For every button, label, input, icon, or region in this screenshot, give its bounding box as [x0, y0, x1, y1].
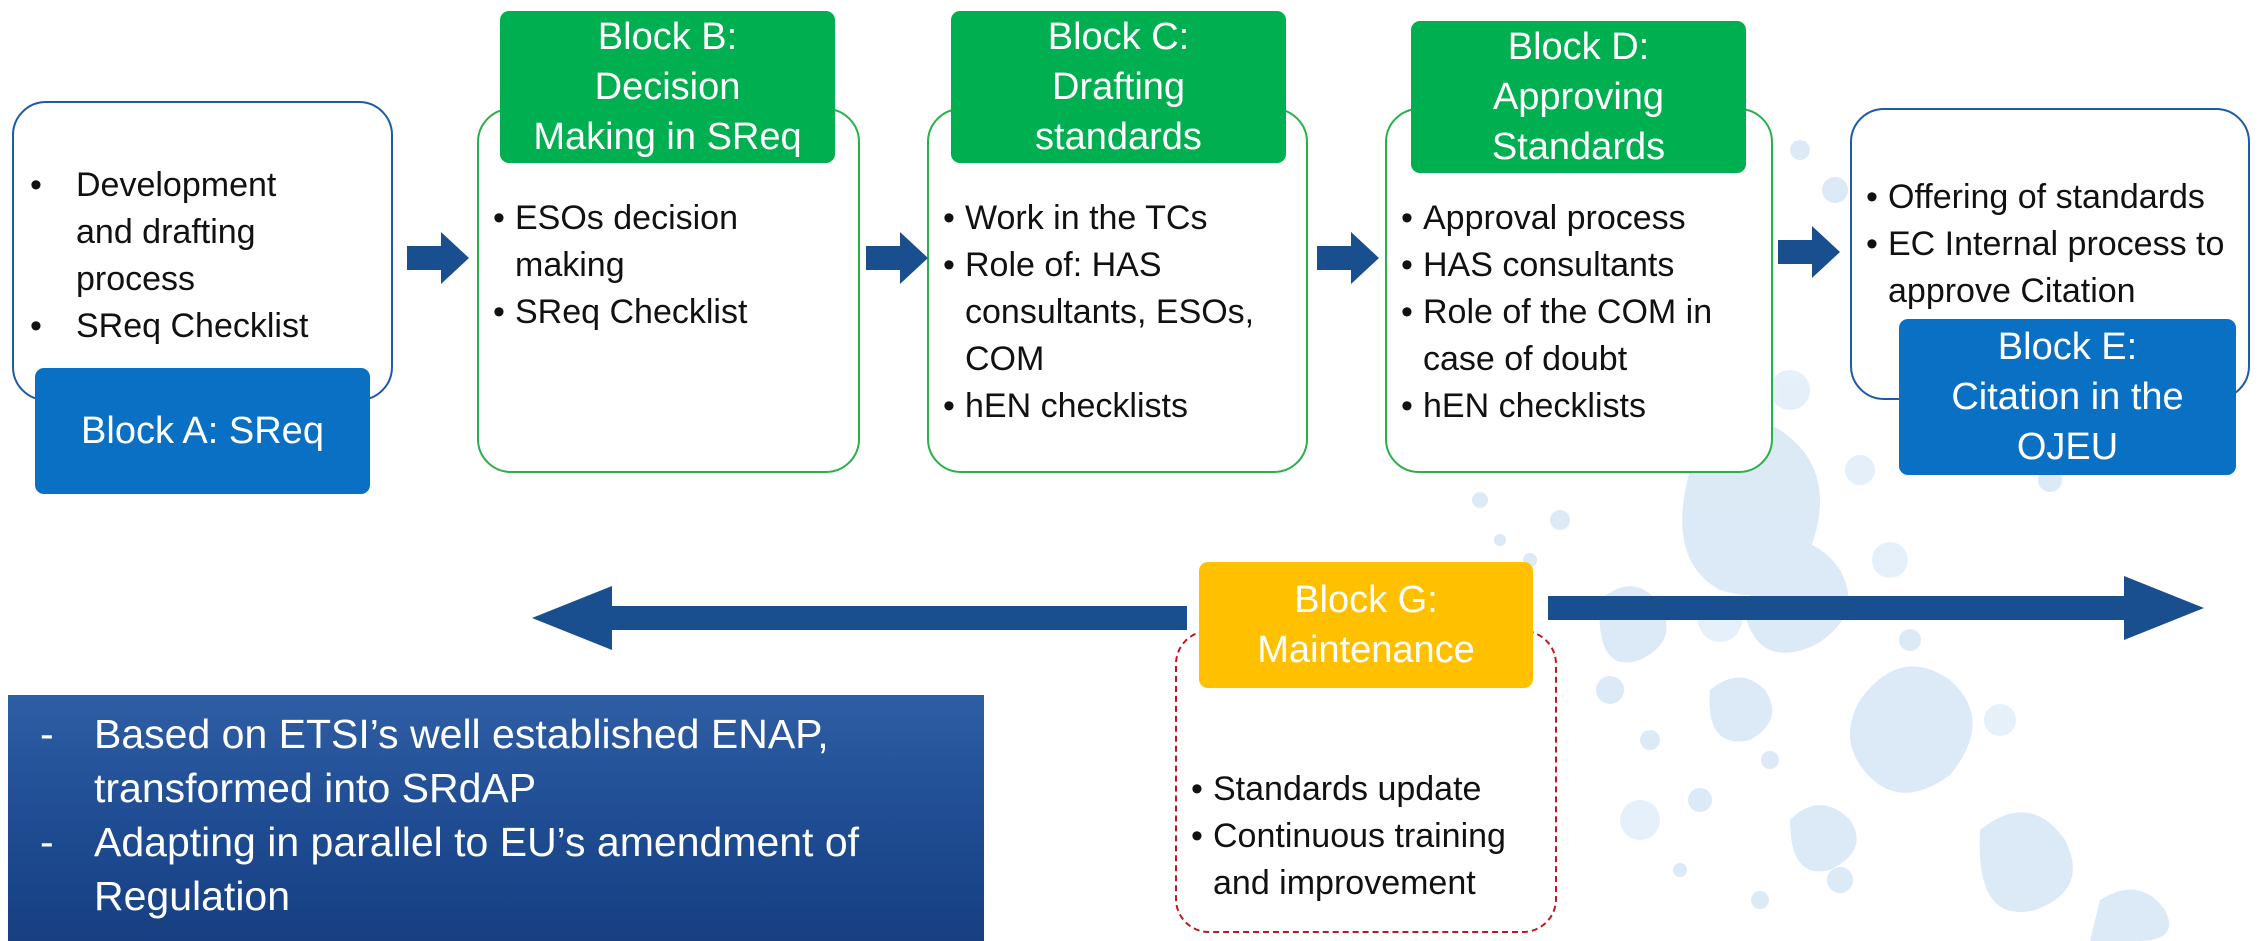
block-a-item-2-line-1: SReq Checklist: [76, 307, 309, 345]
notes-item-2-line-2: Regulation: [94, 873, 291, 919]
block-c-title-line-1: Block C:: [1047, 16, 1190, 58]
block-c-list: Work in the TCs Role of: HAS consultants…: [943, 195, 1254, 430]
block-c-item-2-line-1: Role of: HAS: [965, 246, 1162, 284]
block-e-title: Block E: Citation in the OJEU: [1899, 319, 2236, 475]
block-d-item: HAS consultants: [1401, 242, 1712, 289]
notes-item-1-line-1: Based on ETSI’s well established ENAP,: [94, 711, 829, 757]
block-d-item-2-line-1: HAS consultants: [1423, 246, 1675, 284]
block-a-item-1-line-2: and drafting: [76, 213, 256, 251]
block-g-title-line-2: Maintenance: [1257, 629, 1475, 671]
block-d-item: Role of the COM in case of doubt: [1401, 289, 1712, 383]
block-e-list: Offering of standards EC Internal proces…: [1866, 174, 2224, 315]
block-b-title-line-1: Block B:: [597, 16, 738, 58]
block-g-item-2-line-2: and improvement: [1213, 864, 1476, 902]
block-e-title-line-1: Block E:: [1997, 326, 2138, 368]
block-d-title-line-2: Approving: [1492, 76, 1665, 118]
block-c-box: Work in the TCs Role of: HAS consultants…: [927, 108, 1308, 473]
block-d-title-line-1: Block D:: [1507, 26, 1650, 68]
notes-list: Based on ETSI’s well established ENAP, t…: [34, 707, 859, 923]
block-d-item: Approval process: [1401, 195, 1712, 242]
block-c-item-1-line-1: Work in the TCs: [965, 199, 1208, 237]
block-d-item-1-line-1: Approval process: [1423, 199, 1686, 237]
block-b-title-line-2: Decision: [594, 66, 741, 108]
arrow-d-to-e-icon: [1778, 226, 1840, 278]
block-g-list: Standards update Continuous training and…: [1191, 766, 1506, 907]
block-a-list: Development and drafting process SReq Ch…: [14, 162, 308, 350]
block-b-title-line-3: Making in SReq: [533, 116, 802, 158]
block-b-item-1-line-1: ESOs decision: [515, 199, 738, 237]
block-e-title-line-3: OJEU: [2016, 426, 2119, 468]
notes-box: Based on ETSI’s well established ENAP, t…: [8, 695, 984, 941]
block-b-item: SReq Checklist: [493, 289, 747, 336]
block-d-item-4-line-1: hEN checklists: [1423, 387, 1646, 425]
block-c-item: Role of: HAS consultants, ESOs, COM: [943, 242, 1254, 383]
block-d-list: Approval process HAS consultants Role of…: [1401, 195, 1712, 430]
block-a-item: SReq Checklist: [14, 303, 308, 350]
block-c-title-line-3: standards: [1035, 116, 1202, 158]
block-b-item-2-line-1: SReq Checklist: [515, 293, 748, 331]
block-b-item-1-line-2: making: [515, 246, 625, 284]
block-a-item: Development and drafting process: [14, 162, 308, 303]
block-a-title-text: Block A: SReq: [81, 410, 324, 452]
arrow-c-to-d-icon: [1317, 232, 1379, 284]
block-b-item: ESOs decision making: [493, 195, 747, 289]
block-g-item: Standards update: [1191, 766, 1506, 813]
block-e-item-2-line-2: approve Citation: [1888, 272, 2136, 310]
notes-item: Adapting in parallel to EU’s amendment o…: [34, 815, 859, 923]
block-b-box: ESOs decision making SReq Checklist: [477, 108, 860, 473]
block-e-item-2-line-1: EC Internal process to: [1888, 225, 2225, 263]
block-d-title-line-3: Standards: [1491, 126, 1666, 168]
long-arrow-left-icon: [532, 586, 1187, 650]
block-c-item-2-line-2: consultants, ESOs,: [965, 293, 1255, 331]
block-g-title-line-1: Block G:: [1294, 579, 1438, 621]
block-e-item-1-line-1: Offering of standards: [1888, 178, 2205, 216]
block-d-item-3-line-2: case of doubt: [1423, 340, 1628, 378]
notes-item: Based on ETSI’s well established ENAP, t…: [34, 707, 859, 815]
block-g-item: Continuous training and improvement: [1191, 813, 1506, 907]
long-arrow-right-icon: [1548, 576, 2204, 640]
block-d-item: hEN checklists: [1401, 383, 1712, 430]
notes-item-1-line-2: transformed into SRdAP: [94, 765, 537, 811]
block-c-title: Block C: Drafting standards: [951, 11, 1286, 163]
block-c-item: hEN checklists: [943, 383, 1254, 430]
block-e-item: Offering of standards: [1866, 174, 2224, 221]
block-g-item-2-line-1: Continuous training: [1213, 817, 1506, 855]
block-a-item-1-line-3: process: [76, 260, 196, 298]
block-g-title: Block G: Maintenance: [1199, 562, 1533, 688]
block-g-item-1-line-1: Standards update: [1213, 770, 1482, 808]
block-c-item: Work in the TCs: [943, 195, 1254, 242]
block-c-title-line-2: Drafting: [1051, 66, 1186, 108]
arrow-b-to-c-icon: [866, 232, 928, 284]
arrow-a-to-b-icon: [407, 232, 469, 284]
block-a-box: Development and drafting process SReq Ch…: [12, 101, 393, 401]
block-c-item-3-line-1: hEN checklists: [965, 387, 1188, 425]
block-c-item-2-line-3: COM: [965, 340, 1045, 378]
block-a-title: Block A: SReq: [35, 368, 370, 494]
block-b-list: ESOs decision making SReq Checklist: [493, 195, 747, 336]
notes-item-2-line-1: Adapting in parallel to EU’s amendment o…: [94, 819, 860, 865]
block-d-item-3-line-1: Role of the COM in: [1423, 293, 1713, 331]
block-d-title: Block D: Approving Standards: [1411, 21, 1746, 173]
block-e-item: EC Internal process to approve Citation: [1866, 221, 2224, 315]
block-b-title: Block B: Decision Making in SReq: [500, 11, 835, 163]
block-a-item-1-line-1: Development: [76, 166, 277, 204]
block-e-title-line-2: Citation in the: [1951, 376, 2184, 418]
